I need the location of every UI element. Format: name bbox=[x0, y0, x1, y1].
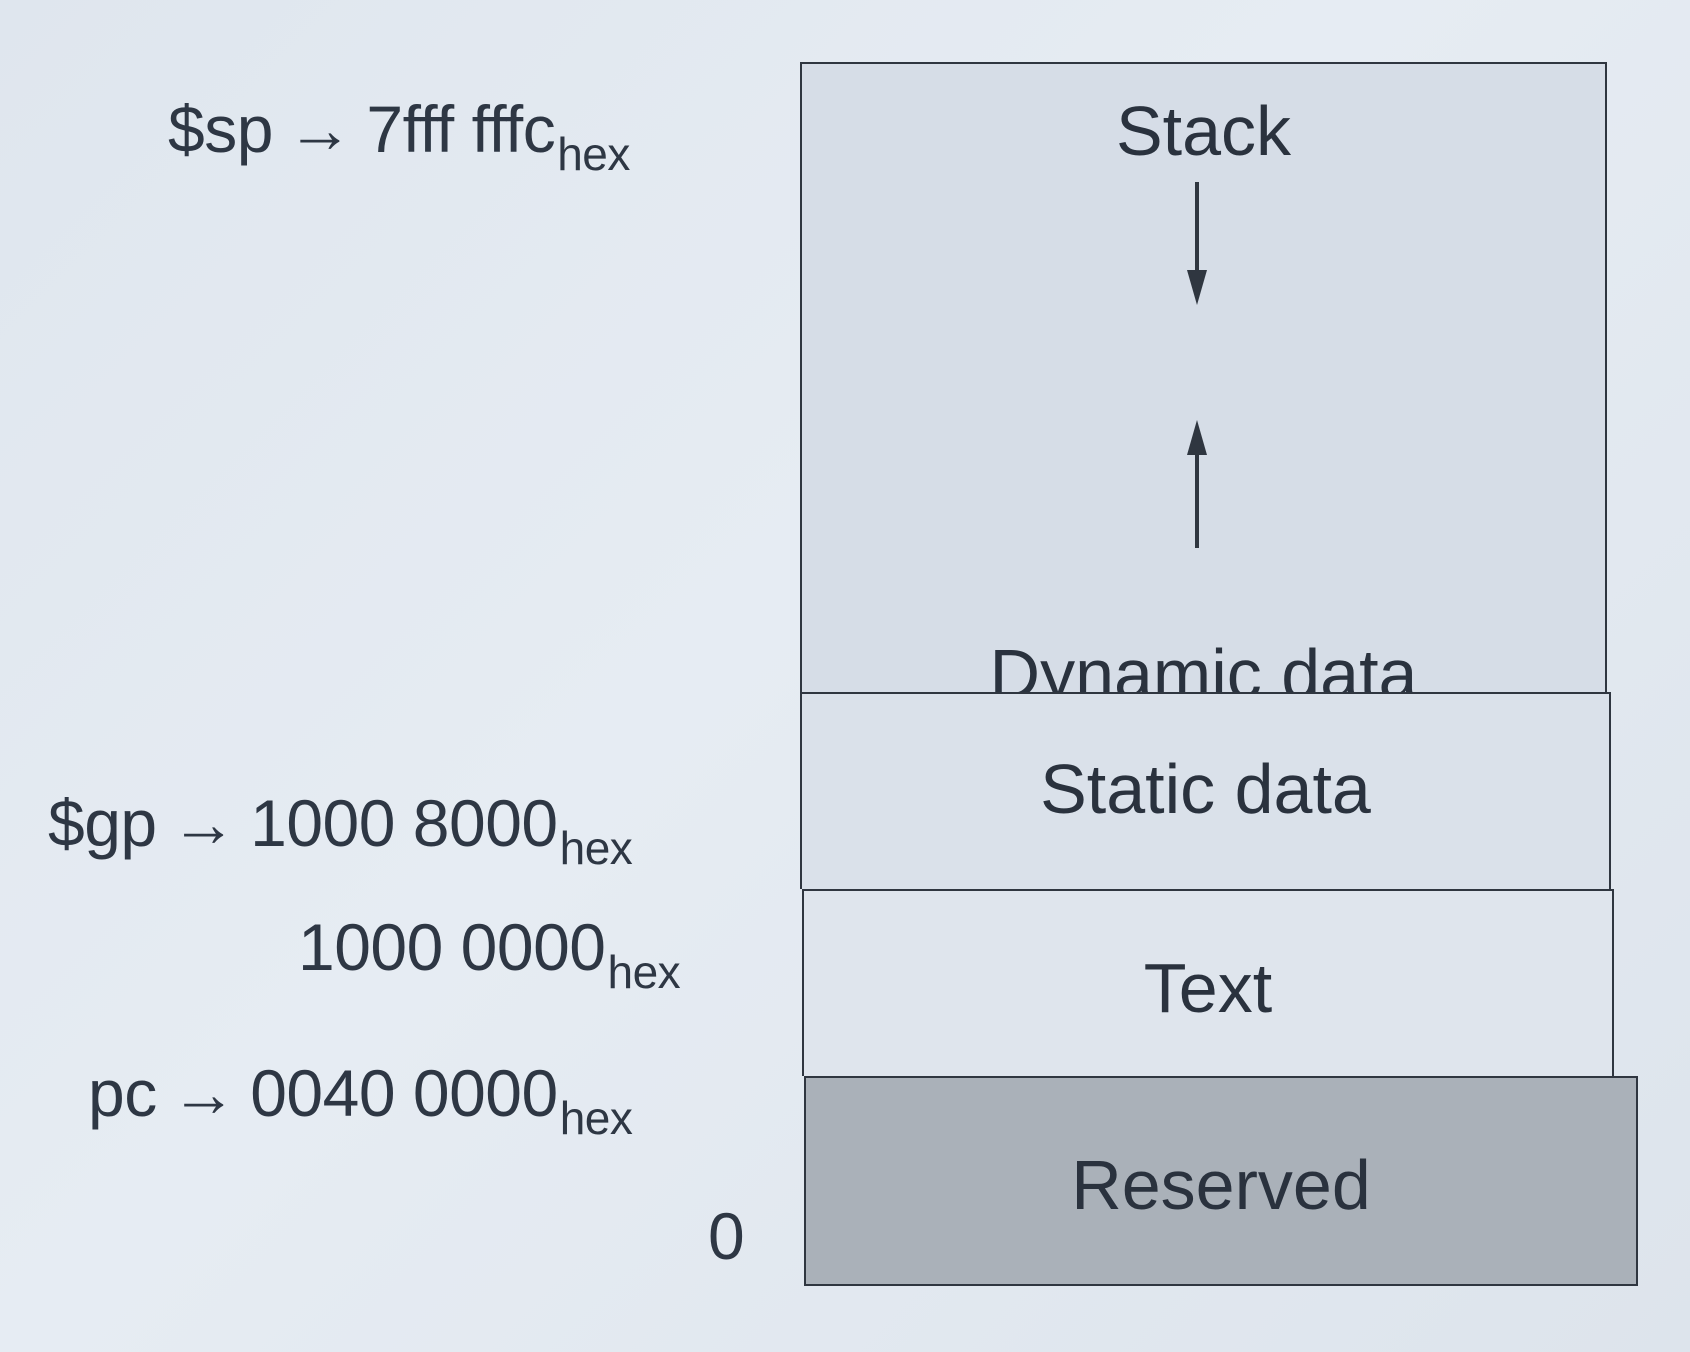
sp-hex-suffix: hex bbox=[557, 128, 630, 180]
zero-address-label: 0 bbox=[708, 1203, 745, 1269]
pc-value: 0040 0000 bbox=[250, 1056, 558, 1130]
sp-pointer: $sp bbox=[168, 92, 273, 166]
data-start-address-label: 1000 0000hex bbox=[298, 914, 681, 995]
gp-arrow: → bbox=[170, 786, 237, 860]
sp-value: 7fff fffc bbox=[366, 92, 556, 166]
gp-pointer: $gp bbox=[48, 786, 157, 860]
reserved-region: Reserved bbox=[804, 1076, 1638, 1286]
static-data-region: Static data bbox=[800, 692, 1611, 889]
pc-arrow: → bbox=[170, 1056, 237, 1130]
data-start-value: 1000 0000 bbox=[298, 910, 606, 984]
stack-label: Stack bbox=[1115, 92, 1292, 170]
gp-value: 1000 8000 bbox=[250, 786, 558, 860]
text-label: Text bbox=[1143, 949, 1273, 1027]
sp-address-label: $sp→7fff fffchex bbox=[168, 96, 630, 177]
gp-address-label: $gp→1000 8000hex bbox=[48, 790, 633, 871]
stack-dynamic-region: Stack Dynamic data bbox=[800, 62, 1607, 709]
text-region: Text bbox=[802, 889, 1614, 1076]
gp-hex-suffix: hex bbox=[559, 822, 633, 874]
data-start-hex-suffix: hex bbox=[607, 946, 681, 998]
pc-hex-suffix: hex bbox=[559, 1092, 633, 1144]
pc-address-label: pc→0040 0000hex bbox=[88, 1060, 633, 1141]
static-data-label: Static data bbox=[1040, 750, 1371, 828]
zero-value: 0 bbox=[708, 1199, 745, 1273]
sp-arrow: → bbox=[286, 92, 353, 166]
reserved-label: Reserved bbox=[1071, 1146, 1371, 1224]
pc-pointer: pc bbox=[88, 1056, 157, 1130]
